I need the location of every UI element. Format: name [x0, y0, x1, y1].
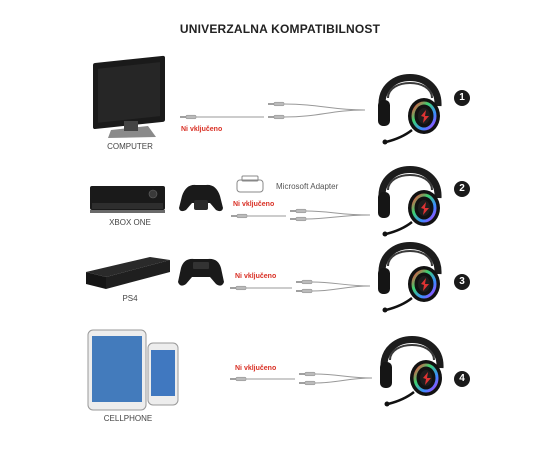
smartphone-icon [147, 342, 179, 406]
ps4-console-icon [86, 257, 170, 289]
status-label: Ni vključeno [181, 126, 223, 133]
step-number: 1 [454, 90, 470, 106]
monitor-icon [93, 55, 165, 138]
device-label-xbox: XBOX ONE [109, 218, 151, 227]
audio-cable-icon [229, 376, 295, 382]
headset-icon [378, 170, 440, 237]
tablet-icon [87, 329, 147, 411]
headset-icon [378, 78, 440, 145]
device-label-computer: COMPUTER [107, 142, 153, 151]
status-label: Ni vključeno [233, 201, 275, 208]
audio-cable-icon [179, 114, 264, 120]
step-number: 3 [454, 274, 470, 290]
splitter-cable-icon [298, 371, 373, 386]
xbox-controller-icon [179, 184, 223, 212]
ps4-controller-icon [178, 258, 224, 286]
headset-icon [378, 246, 440, 313]
device-label-cellphone: CELLPHONE [103, 414, 153, 423]
step-number: 2 [454, 181, 470, 197]
device-label-ps4: PS4 [122, 294, 138, 303]
splitter-cable-icon [267, 101, 366, 120]
audio-cable-icon [229, 285, 292, 291]
status-label: Ni vključeno [235, 365, 277, 372]
step-number: 4 [454, 371, 470, 387]
adapter-icon [236, 175, 264, 193]
headset-icon [380, 340, 442, 407]
adapter-label: Microsoft Adapter [276, 182, 339, 191]
xbox-console-icon [90, 186, 165, 213]
status-label: Ni vključeno [235, 273, 277, 280]
audio-cable-icon [230, 213, 286, 219]
splitter-cable-icon [289, 208, 371, 222]
splitter-cable-icon [295, 279, 371, 294]
page-title: UNIVERZALNA KOMPATIBILNOST [179, 22, 381, 36]
